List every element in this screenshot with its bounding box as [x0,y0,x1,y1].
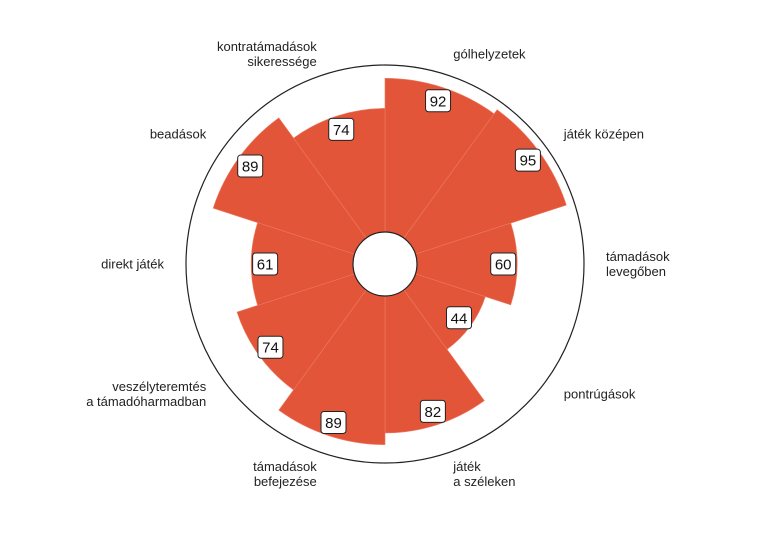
value-label-box [328,117,355,141]
value-label-box [446,306,473,330]
value-text: 95 [520,153,537,170]
center-hole [352,231,418,297]
category-label-line: a támadóharmadban [86,394,206,409]
value-label-4: 82 [419,399,446,423]
category-label-line: befejezése [254,474,317,489]
value-text: 61 [257,257,274,274]
value-text: 82 [425,404,442,421]
value-text: 89 [325,415,342,432]
category-label-0: gólhelyzetek [453,46,526,61]
value-text: 74 [333,122,350,139]
value-label-box [490,252,517,276]
value-text: 74 [262,340,279,357]
category-label-line: direkt játék [101,257,164,272]
category-label-3: pontrúgások [564,386,636,401]
category-label-line: támadások [253,459,317,474]
outer-ring [185,64,585,464]
category-label-line: gólhelyzetek [453,46,526,61]
category-label-8: beadások [150,127,207,142]
category-label-line: levegőben [606,264,666,279]
value-label-9: 74 [328,117,355,141]
value-label-box [257,335,284,359]
category-label-line: játék középen [563,127,644,142]
value-text: 89 [242,159,259,176]
value-label-box [419,399,446,423]
value-label-1: 95 [514,148,541,172]
value-label-3: 44 [446,306,473,330]
category-label-line: sikeressége [247,54,316,69]
category-label-line: veszélyteremtés [112,379,206,394]
value-label-box [237,154,264,178]
category-label-1: játék középen [563,127,644,142]
category-label-line: beadások [150,127,207,142]
value-label-box [425,89,452,113]
category-label-7: direkt játék [101,257,164,272]
value-text: 60 [495,257,512,274]
value-label-6: 74 [257,335,284,359]
value-label-box [514,148,541,172]
category-label-line: pontrúgások [564,386,636,401]
category-label-line: játék [452,459,481,474]
category-label-line: a széleken [453,474,515,489]
value-label-8: 89 [237,154,264,178]
category-label-line: kontratámadások [217,39,317,54]
value-text: 44 [451,310,468,327]
value-label-7: 61 [252,252,279,276]
value-label-5: 89 [320,410,347,434]
value-label-box [252,252,279,276]
value-label-2: 60 [490,252,517,276]
category-label-line: támadások [606,249,670,264]
value-text: 92 [430,93,447,110]
value-label-box [320,410,347,434]
value-label-0: 92 [425,89,452,113]
